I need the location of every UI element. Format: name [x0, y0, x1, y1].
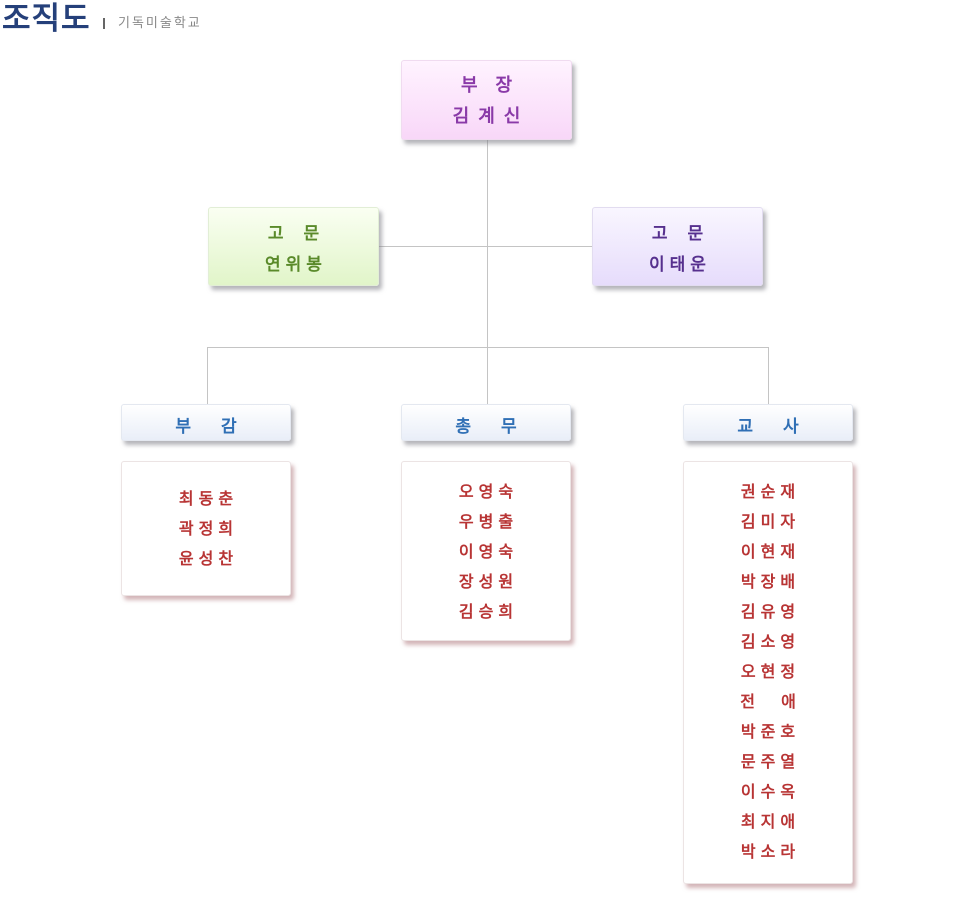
member-name: 우병출 — [458, 512, 519, 531]
member-name: 오현정 — [740, 662, 801, 681]
dept-header-vice-principal: 부감 — [121, 404, 291, 441]
member-name: 최동춘 — [178, 489, 239, 508]
member-name: 곽정희 — [178, 519, 239, 538]
member-name: 김승희 — [458, 602, 519, 621]
head-box: 부장 김계신 — [401, 60, 572, 140]
advisor-name: 이태운 — [649, 255, 711, 275]
member-name: 김미자 — [740, 512, 801, 531]
member-name: 전 애 — [740, 692, 801, 711]
member-name: 박장배 — [740, 572, 801, 591]
member-name: 권순재 — [740, 482, 801, 501]
advisor-box-right: 고문 이태운 — [592, 207, 763, 286]
advisor-box-left: 고문 연위봉 — [208, 207, 379, 286]
member-name: 문주열 — [740, 752, 801, 771]
page-title: 조직도 — [2, 1, 91, 37]
member-name: 박준호 — [740, 722, 801, 741]
advisor-name: 연위봉 — [265, 255, 327, 275]
head-role: 부장 — [460, 75, 531, 96]
member-list-teachers: 권순재 김미자 이현재 박장배 김유영 김소영 오현정 전 애 박준호 문주열 … — [683, 461, 853, 884]
connector-advisors — [379, 246, 592, 247]
dept-header-teachers: 교사 — [683, 404, 853, 441]
member-name: 장성원 — [458, 572, 519, 591]
dept-title: 총무 — [455, 417, 547, 437]
dept-header-general-affairs: 총무 — [401, 404, 571, 441]
connector-departments — [207, 347, 769, 348]
head-name: 김계신 — [452, 106, 530, 127]
member-name: 이영숙 — [458, 542, 519, 561]
member-name: 오영숙 — [458, 482, 519, 501]
member-name: 김유영 — [740, 602, 801, 621]
dept-title: 교사 — [737, 417, 829, 437]
member-name: 최지애 — [740, 812, 801, 831]
connector-dept-right — [768, 347, 769, 404]
member-name: 이현재 — [740, 542, 801, 561]
advisor-role: 고문 — [651, 224, 724, 244]
advisor-role: 고문 — [267, 224, 340, 244]
title-divider — [103, 18, 105, 29]
dept-title: 부감 — [175, 417, 267, 437]
member-name: 윤성찬 — [178, 549, 239, 568]
connector-dept-left — [207, 347, 208, 404]
member-name: 김소영 — [740, 632, 801, 651]
connector-main-vertical — [487, 140, 488, 404]
member-name: 이수옥 — [740, 782, 801, 801]
member-list-general-affairs: 오영숙 우병출 이영숙 장성원 김승희 — [401, 461, 571, 641]
member-name: 박소라 — [740, 842, 801, 861]
page-subtitle: 기독미술학교 — [118, 16, 202, 31]
member-list-vice-principal: 최동춘 곽정희 윤성찬 — [121, 461, 291, 596]
